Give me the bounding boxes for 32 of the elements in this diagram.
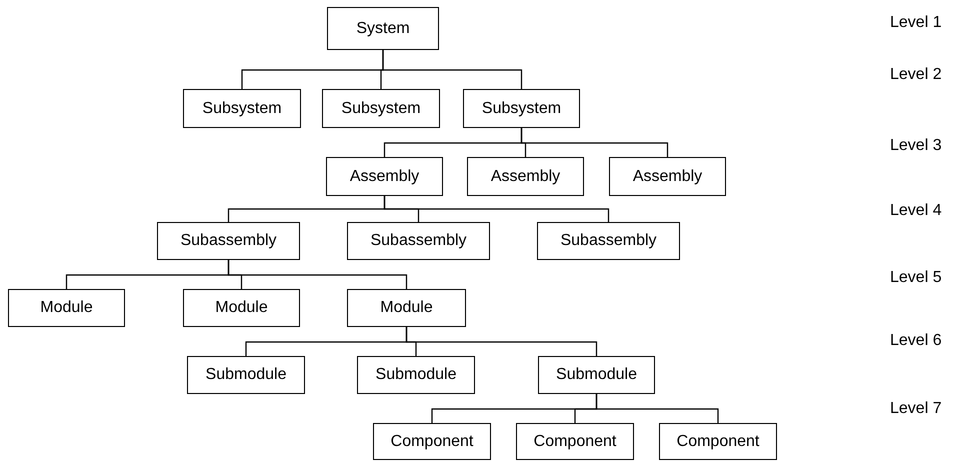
level-label: Level 2 [890,65,942,85]
hierarchy-box: Module [347,289,466,327]
hierarchy-box: Assembly [467,157,584,196]
level-label: Level 1 [890,13,942,33]
hierarchy-box: Submodule [187,356,305,394]
level-label: Level 4 [890,201,942,221]
connector-line [228,260,408,289]
hierarchy-box: Assembly [609,157,726,196]
hierarchy-box: Component [373,423,491,460]
level-label: Level 6 [890,331,942,351]
level-label: Level 7 [890,399,942,419]
hierarchy-box: Component [516,423,634,460]
hierarchy-box: Module [183,289,300,327]
hierarchy-box: Subsystem [183,89,301,128]
hierarchy-box: Subsystem [322,89,440,128]
hierarchy-box: Module [8,289,125,327]
level-label: Level 5 [890,268,942,288]
connector-line [406,327,598,356]
hierarchy-box: System [327,7,439,50]
hierarchy-box: Subassembly [537,222,680,260]
hierarchy-box: Assembly [326,157,443,196]
hierarchy-box: Component [659,423,777,460]
hierarchy-box: Subsystem [463,89,580,128]
level-label: Level 3 [890,136,942,156]
connector-line [596,394,719,423]
hierarchy-box: Subassembly [157,222,300,260]
hierarchy-box: Submodule [357,356,475,394]
connector-line [382,50,522,89]
connector-line [384,196,610,222]
hierarchy-box: Submodule [538,356,655,394]
hierarchy-box: Subassembly [347,222,490,260]
connector-line [520,128,668,157]
